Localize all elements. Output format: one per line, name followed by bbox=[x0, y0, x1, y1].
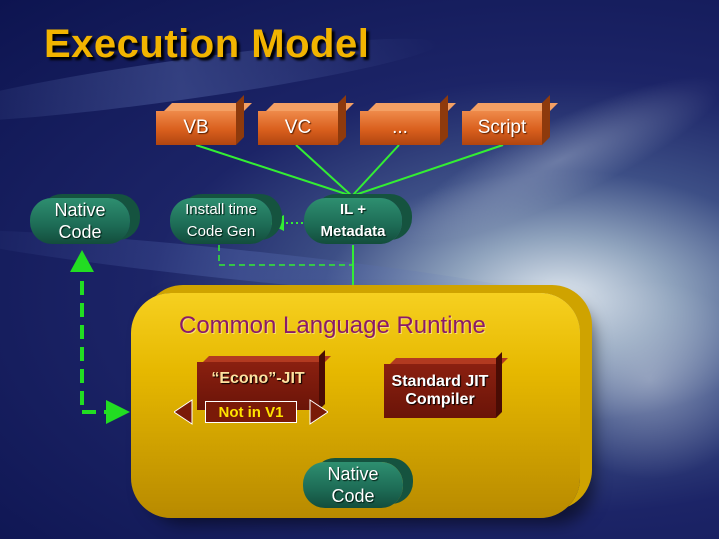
line-etc-to-il bbox=[351, 144, 400, 197]
native-code-node-top[interactable]: Native Code bbox=[30, 198, 130, 244]
il-metadata-line2: Metadata bbox=[320, 223, 386, 240]
install-time-line2: Code Gen bbox=[186, 223, 256, 240]
language-label-vb: VB bbox=[183, 117, 209, 138]
standard-jit-line1: Standard JIT bbox=[391, 373, 489, 390]
native-code-node-bottom[interactable]: Native Code bbox=[303, 462, 403, 508]
il-metadata-line1: IL + bbox=[340, 201, 366, 218]
language-label-etc: ... bbox=[392, 117, 408, 138]
slide-title: Execution Model bbox=[44, 22, 370, 66]
il-metadata-node[interactable]: IL + Metadata bbox=[304, 198, 402, 244]
native-code-top-line2: Code bbox=[58, 222, 102, 242]
line-install-dashed bbox=[218, 245, 352, 266]
line-vb-to-il bbox=[195, 144, 353, 197]
language-box-vb[interactable]: VB bbox=[156, 111, 236, 145]
line-vc-to-il bbox=[295, 144, 353, 197]
language-box-vc[interactable]: VC bbox=[258, 111, 338, 145]
install-time-line1: Install time bbox=[185, 201, 257, 218]
language-box-script[interactable]: Script bbox=[462, 111, 542, 145]
big-arrowhead-up bbox=[70, 250, 94, 272]
native-code-bottom-line2: Code bbox=[331, 486, 375, 506]
language-box-etc[interactable]: ... bbox=[360, 111, 440, 145]
standard-jit-line2: Compiler bbox=[405, 391, 475, 408]
not-in-v1-banner: Not in V1 bbox=[205, 401, 297, 423]
install-time-codegen-node[interactable]: Install time Code Gen bbox=[170, 198, 272, 244]
language-label-script: Script bbox=[477, 117, 527, 138]
native-code-top-line1: Native bbox=[54, 200, 106, 220]
line-script-to-il bbox=[351, 144, 504, 197]
clr-title: Common Language Runtime bbox=[179, 312, 486, 339]
native-code-bottom-line1: Native bbox=[327, 464, 379, 484]
econo-jit-label: “Econo”-JIT bbox=[211, 370, 305, 387]
big-arrowhead-right bbox=[106, 400, 130, 424]
not-in-v1-ribbon bbox=[174, 399, 328, 425]
language-label-vc: VC bbox=[284, 117, 312, 138]
standard-jit-box[interactable]: Standard JIT Compiler bbox=[384, 364, 496, 418]
